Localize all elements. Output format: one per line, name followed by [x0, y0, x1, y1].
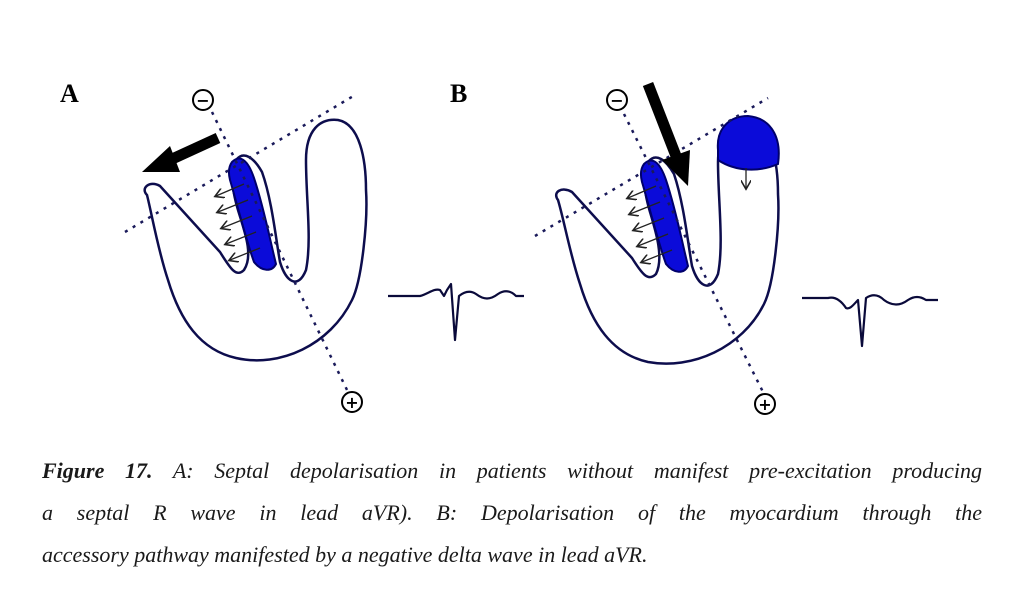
positive-pole-a: +: [341, 391, 363, 413]
ecg-avr-trace-b: [802, 294, 938, 348]
septal-depolarisation-a: [227, 157, 278, 271]
depolarisation-vector-arrow-a: [142, 133, 221, 172]
figure-number: Figure 17.: [42, 458, 153, 483]
septal-vector-arrows-a: [216, 183, 261, 260]
depolarisation-vector-arrow-b: [642, 82, 690, 186]
negative-pole-b: −: [606, 89, 628, 111]
svg-text:−: −: [196, 91, 209, 110]
septal-depolarisation-b: [639, 159, 690, 273]
panel-b-label: B: [450, 79, 467, 108]
caption-line-3: accessory pathway manifested by a negati…: [42, 542, 648, 567]
positive-pole-b: +: [754, 393, 776, 415]
panel-a-label: A: [60, 79, 79, 108]
svg-text:−: −: [610, 91, 623, 110]
figure-diagram: A − +: [60, 79, 938, 415]
caption-line-1: Figure 17. A: Septal depolarisation in p…: [42, 458, 982, 483]
panel-a: A − +: [60, 79, 524, 413]
horizontal-axis-line-b: [534, 96, 769, 238]
lead-avr-axis-a: [210, 111, 350, 393]
negative-pole-a: −: [192, 89, 214, 111]
septal-vector-arrows-b: [628, 185, 673, 262]
caption-line-2: a septal R wave in lead aVR). B: Depolar…: [42, 500, 982, 525]
ecg-avr-trace-a: [388, 282, 524, 342]
svg-text:+: +: [345, 393, 358, 412]
svg-text:+: +: [758, 395, 771, 414]
panel-b: B − +: [450, 79, 938, 415]
accessory-pathway-preexcitation: [716, 114, 780, 171]
figure-caption: Figure 17. A: Septal depolarisation in p…: [42, 450, 982, 576]
